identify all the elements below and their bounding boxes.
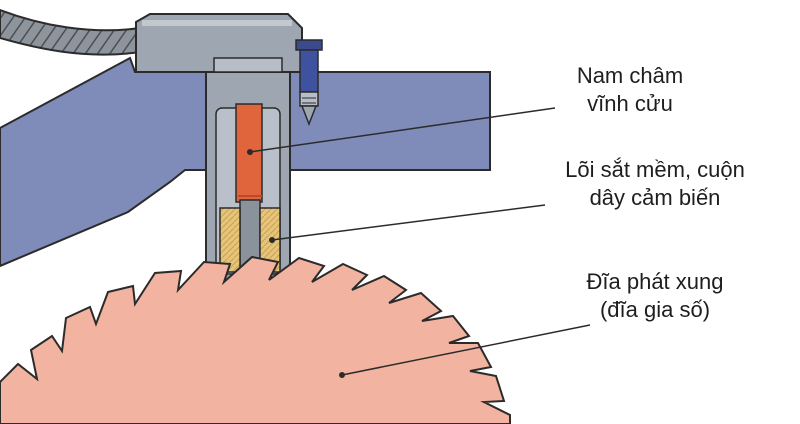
mounting-screw [295,39,323,127]
leader-line-disc [341,324,591,376]
label-soft-iron-core-coil-line2: dây cảm biến [589,185,721,210]
leader-line-magnet [249,107,556,153]
leader-line-core [271,204,546,241]
label-permanent-magnet: Nam châm vĩnh cửu [555,62,705,118]
housing-highlight [142,20,292,26]
pulse-disc [0,255,511,424]
label-pulse-disc-line2: (đĩa gia số) [599,297,711,322]
leader-lines [247,107,591,378]
sensor-collar [213,57,283,73]
label-pulse-disc-line1: Đĩa phát xung [586,269,724,294]
coil-left [219,207,241,273]
label-permanent-magnet-line1: Nam châm [576,63,684,88]
label-pulse-disc: Đĩa phát xung (đĩa gia số) [545,268,765,324]
sensor-cable [0,8,141,56]
label-soft-iron-core-coil: Lõi sắt mềm, cuộn dây cảm biến [520,156,790,212]
label-permanent-magnet-line2: vĩnh cửu [587,91,673,116]
label-soft-iron-core-coil-line1: Lõi sắt mềm, cuộn [565,157,745,182]
